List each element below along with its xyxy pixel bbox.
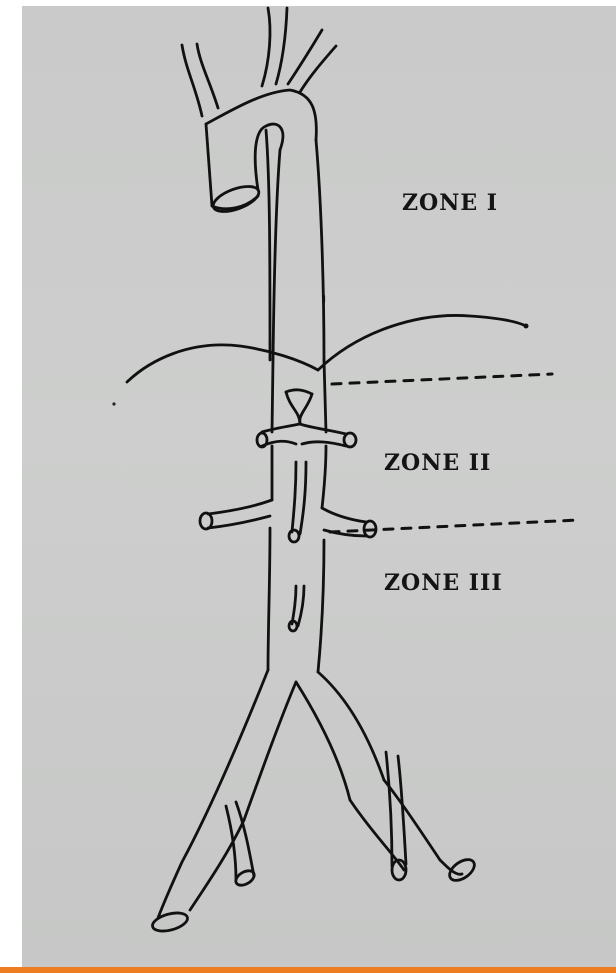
visceral-segment	[257, 360, 356, 447]
iliac-bifurcation	[151, 670, 479, 934]
zone-1-label: ZONE I	[402, 190, 498, 216]
diaphragm	[127, 315, 529, 382]
renal-segment	[200, 446, 376, 542]
arch-branch-vessels	[182, 8, 336, 116]
zone-1-2-boundary	[332, 374, 552, 384]
descending-aorta	[270, 140, 324, 360]
aortic-arch	[206, 90, 316, 360]
zone-3-label: ZONE III	[384, 570, 503, 596]
infrarenal-aorta	[268, 528, 324, 672]
stray-dot	[112, 402, 115, 405]
zone-2-label: ZONE II	[384, 450, 491, 476]
